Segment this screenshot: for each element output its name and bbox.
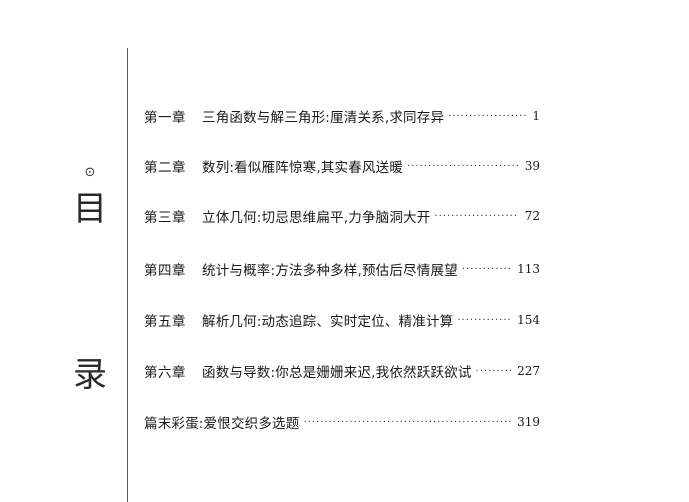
dot-leader: ········································… xyxy=(448,110,526,122)
heading-char-lu: 录 xyxy=(73,355,107,395)
dot-leader: ········································… xyxy=(303,416,511,428)
chapter-label: 第六章 xyxy=(144,365,186,381)
entry-title: 三角函数与解三角形:厘清关系,求同存异 xyxy=(202,110,445,126)
toc-heading: ⊙ 目 录 xyxy=(70,165,110,395)
dot-leader: ········································… xyxy=(475,365,512,377)
chapter-label: 第三章 xyxy=(144,210,186,226)
circle-dot-icon: ⊙ xyxy=(84,165,96,180)
toc-entry-7[interactable]: 篇末彩蛋:爱恨交织多选题 ···························… xyxy=(144,410,540,434)
chapter-label: 第五章 xyxy=(144,314,186,330)
page-number: 72 xyxy=(524,209,540,223)
dot-leader: ········································… xyxy=(407,160,519,172)
chapter-label: 第四章 xyxy=(144,263,186,279)
page-number: 39 xyxy=(524,159,540,173)
page-number: 227 xyxy=(517,364,540,378)
page-number: 1 xyxy=(532,109,540,123)
page-number: 113 xyxy=(517,262,540,276)
entry-title: 立体几何:切忌思维扁平,力争脑洞大开 xyxy=(202,210,431,226)
heading-char-mu: 目 xyxy=(73,189,107,229)
toc-entry-1[interactable]: 第一章 三角函数与解三角形:厘清关系,求同存异 ················… xyxy=(144,104,540,128)
toc-entry-5[interactable]: 第五章 解析几何:动态追踪、实时定位、精准计算 ················… xyxy=(144,308,540,332)
page-number: 319 xyxy=(517,415,540,429)
toc-entry-2[interactable]: 第二章 数列:看似雁阵惊寒,其实春风送暖 ···················… xyxy=(144,154,540,178)
toc-entry-4[interactable]: 第四章 统计与概率:方法多种多样,预估后尽情展望 ···············… xyxy=(144,257,540,281)
entry-title: 函数与导数:你总是姗姗来迟,我依然跃跃欲试 xyxy=(202,365,472,381)
entry-title: 数列:看似雁阵惊寒,其实春风送暖 xyxy=(202,160,404,176)
page-number: 154 xyxy=(517,313,540,327)
toc-entry-6[interactable]: 第六章 函数与导数:你总是姗姗来迟,我依然跃跃欲试 ··············… xyxy=(144,359,540,383)
chapter-label: 第二章 xyxy=(144,160,186,176)
entry-title: 解析几何:动态追踪、实时定位、精准计算 xyxy=(202,314,454,330)
chapter-label: 第一章 xyxy=(144,110,186,126)
dot-leader: ········································… xyxy=(461,263,511,275)
dot-leader: ········································… xyxy=(434,210,519,222)
dot-leader: ········································… xyxy=(457,314,512,326)
entry-title: 篇末彩蛋:爱恨交织多选题 xyxy=(144,416,300,432)
toc-entry-3[interactable]: 第三章 立体几何:切忌思维扁平,力争脑洞大开 ·················… xyxy=(144,204,540,228)
vertical-divider xyxy=(127,48,128,502)
entry-title: 统计与概率:方法多种多样,预估后尽情展望 xyxy=(202,263,458,279)
